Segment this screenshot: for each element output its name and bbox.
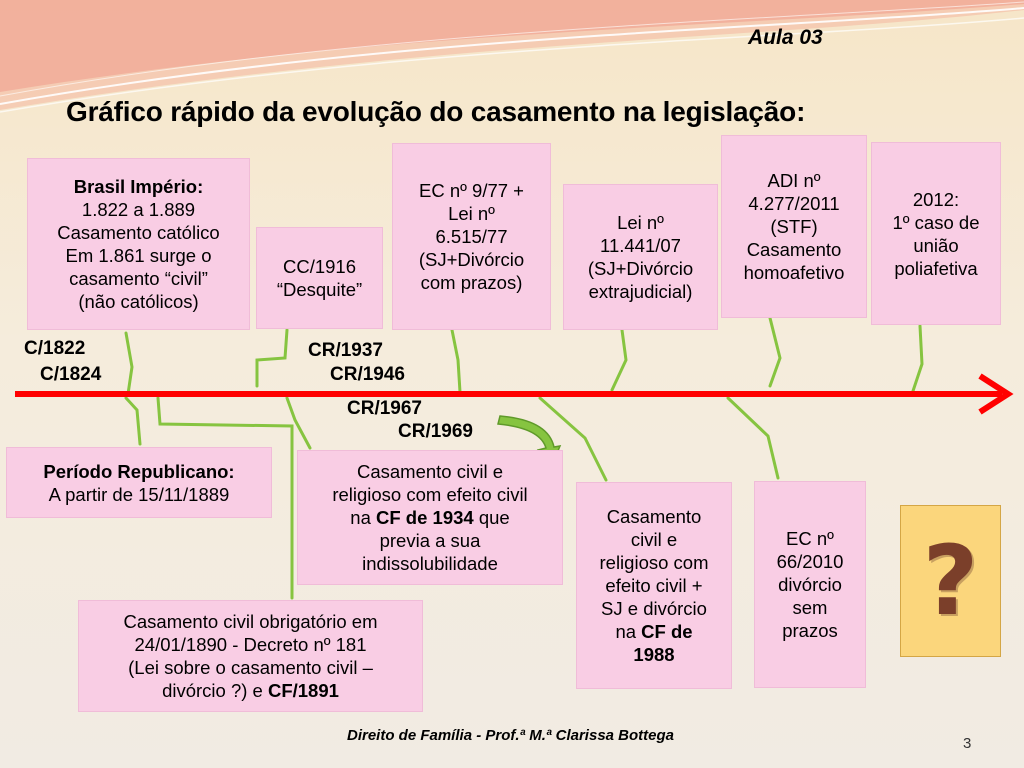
label-c1824: C/1824 — [40, 364, 102, 385]
box-cf1934-text: que — [473, 507, 510, 528]
box-decreto181-line: divórcio ?) e CF/1891 — [85, 679, 416, 702]
label-cr1937: CR/1937 — [308, 340, 383, 361]
connector-republicano — [124, 396, 142, 446]
label-cr1969: CR/1969 — [398, 421, 473, 442]
box-cf1934-line: indissolubilidade — [362, 553, 498, 574]
box-imperio-line: 1.822 a 1.889 — [81, 199, 196, 220]
box-cf1988-line: religioso com — [599, 552, 709, 573]
box-cf1988-line: na CF de — [583, 620, 725, 643]
connector-cf1934 — [285, 396, 312, 450]
box-imperio-heading: Brasil Império: — [73, 176, 204, 197]
box-2012: 2012: 1º caso de união poliafetiva — [871, 142, 1001, 325]
box-2012-line: 1º caso de — [892, 211, 980, 233]
box-ec66-line: EC nº — [786, 528, 834, 549]
box-ec66-line: divórcio — [778, 574, 842, 595]
box-ec977-line: 6.515/77 — [435, 226, 508, 247]
box-cf1988-line: efeito civil + — [605, 575, 703, 596]
box-adi4277-line: 4.277/2011 — [748, 193, 840, 214]
box-2012-line: união — [913, 234, 959, 256]
box-cc1916-line: CC/1916 — [282, 256, 356, 277]
box-ec977: EC nº 9/77 + Lei nº 6.515/77 (SJ+Divórci… — [392, 143, 551, 330]
box-cf1988-bold: CF de — [641, 621, 693, 642]
box-ec977-line: Lei nº — [448, 203, 495, 224]
box-ec66-line: prazos — [782, 620, 838, 641]
box-cf1988-line: civil e — [630, 529, 678, 550]
footer-author: Direito de Família - Prof.ª M.ª Clarissa… — [347, 727, 675, 744]
connector-imperio — [124, 331, 134, 396]
box-2012-line: 2012: — [912, 188, 960, 210]
label-cr1946: CR/1946 — [330, 364, 405, 385]
box-decreto181-line: 24/01/1890 - Decreto nº 181 — [134, 634, 367, 655]
box-brasil-imperio: Brasil Império: 1.822 a 1.889 Casamento … — [27, 158, 250, 330]
box-lei11441-line: Lei nº — [617, 212, 664, 233]
box-imperio-line: Em 1.861 surge o — [65, 245, 212, 266]
box-cf1988-line: Casamento — [606, 506, 702, 527]
connector-ec977 — [450, 328, 462, 394]
box-cf1934-line: previa a sua — [379, 530, 481, 551]
box-cf1934: Casamento civil e religioso com efeito c… — [297, 450, 563, 585]
box-cf1934-line: religioso com efeito civil — [332, 484, 528, 505]
box-lei11441-line: (SJ+Divórcio — [587, 258, 694, 279]
box-cc1916-line: “Desquite” — [276, 279, 363, 300]
box-decreto181: Casamento civil obrigatório em 24/01/189… — [78, 600, 423, 712]
box-decreto181-line: (Lei sobre o casamento civil – — [128, 657, 373, 678]
box-republicano-line: A partir de 15/11/1889 — [48, 483, 230, 505]
box-imperio-line: casamento “civil” — [69, 268, 208, 289]
box-adi4277-line: homoafetivo — [743, 262, 845, 283]
box-decreto181-line: Casamento civil obrigatório em — [123, 611, 378, 632]
box-cf1988-line: SJ e divórcio — [601, 598, 707, 619]
connector-adi4277 — [768, 316, 782, 388]
box-cf1934-line: Casamento civil e — [356, 461, 503, 482]
box-cf1988-text: na — [615, 621, 642, 642]
question-box: ? — [900, 505, 1001, 657]
box-lei11441-line: 11.441/07 — [600, 235, 681, 256]
box-imperio-line: (não católicos) — [78, 291, 199, 312]
box-lei11441: Lei nº 11.441/07 (SJ+Divórcio extrajudic… — [563, 184, 718, 330]
box-ec977-line: com prazos) — [420, 272, 523, 293]
box-cf1934-line: na CF de 1934 que — [304, 506, 556, 529]
page-title: Gráfico rápido da evolução do casamento … — [66, 96, 806, 127]
box-imperio-line: Casamento católico — [57, 222, 220, 243]
box-cf1988-bold-line: 1988 — [633, 644, 675, 665]
box-periodo-republicano: Período Republicano: A partir de 15/11/1… — [6, 447, 272, 518]
label-c1822: C/1822 — [24, 338, 86, 359]
box-cc1916: CC/1916 “Desquite” — [256, 227, 383, 329]
box-republicano-heading: Período Republicano: — [43, 460, 235, 482]
connector-cc1916 — [255, 328, 289, 388]
box-adi4277-line: Casamento — [746, 239, 842, 260]
box-ec977-line: (SJ+Divórcio — [418, 249, 525, 270]
box-adi4277: ADI nº 4.277/2011 (STF) Casamento homoaf… — [721, 135, 867, 318]
box-ec977-line: EC nº 9/77 + — [419, 180, 524, 201]
connector-2012 — [910, 324, 924, 396]
box-adi4277-line: (STF) — [770, 216, 818, 237]
header-swoosh — [0, 0, 1024, 113]
connector-ec66 — [726, 396, 780, 480]
label-cr1967: CR/1967 — [347, 398, 422, 419]
box-decreto181-bold: CF/1891 — [267, 680, 339, 701]
question-mark-icon: ? — [922, 525, 979, 637]
box-decreto181-text: divórcio ?) e — [162, 680, 268, 701]
box-cf1934-bold: CF de 1934 — [376, 507, 474, 528]
lesson-label: Aula 03 — [748, 26, 823, 49]
connector-lei11441 — [610, 328, 628, 392]
box-adi4277-line: ADI nº — [767, 170, 821, 191]
timeline-arrowhead — [978, 373, 1014, 415]
page-number: 3 — [963, 735, 972, 752]
box-cf1988: Casamento civil e religioso com efeito c… — [576, 482, 732, 689]
box-ec66-line: sem — [792, 597, 828, 618]
box-lei11441-line: extrajudicial) — [588, 281, 693, 302]
box-ec66: EC nº 66/2010 divórcio sem prazos — [754, 481, 866, 688]
box-ec66-line: 66/2010 — [776, 551, 844, 572]
box-cf1934-text: na — [350, 507, 376, 528]
box-2012-line: poliafetiva — [894, 257, 978, 279]
